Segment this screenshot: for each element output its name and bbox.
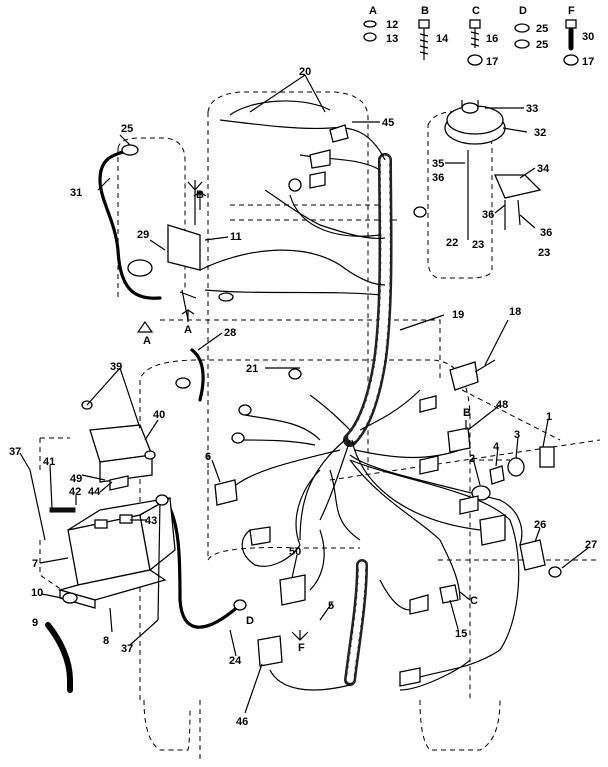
mark-f: F [298, 642, 305, 654]
letter-marks: B A A B C D F [136, 189, 478, 654]
hw-letter-c: C [472, 5, 480, 17]
hw-part-14: 14 [436, 33, 449, 45]
cable-9 [45, 622, 73, 693]
callout-48: 48 [496, 399, 508, 411]
callout-6: 6 [205, 451, 211, 463]
hw-part-12: 12 [386, 19, 398, 31]
callout-23a: 23 [472, 239, 484, 251]
callout-37b: 37 [121, 643, 133, 655]
part-48 [447, 427, 471, 453]
callout-33: 33 [526, 103, 538, 115]
mark-a-solenoid: A [184, 324, 192, 336]
battery-assembly [29, 424, 176, 621]
hw-letter-d: D [519, 5, 527, 17]
part-15 [439, 584, 459, 604]
callout-20: 20 [299, 66, 311, 78]
callout-9: 9 [32, 617, 38, 629]
callout-43: 43 [145, 515, 157, 527]
callout-7: 7 [32, 558, 38, 570]
callout-1: 1 [546, 411, 552, 423]
callout-41: 41 [43, 456, 55, 468]
mark-b-top: B [196, 189, 204, 201]
callout-50: 50 [289, 546, 301, 558]
callout-36a: 36 [432, 172, 444, 184]
part-46 [257, 635, 283, 667]
callout-15: 15 [455, 628, 467, 640]
components [62, 124, 562, 687]
part-6 [214, 479, 238, 506]
callout-34: 34 [537, 163, 550, 175]
callout-19: 19 [452, 309, 464, 321]
callout-46: 46 [236, 716, 248, 728]
callout-35: 35 [432, 158, 444, 170]
callout-3: 3 [514, 429, 520, 441]
callout-26: 26 [534, 519, 546, 531]
hw-part-25b: 25 [536, 39, 548, 51]
callout-21: 21 [246, 363, 258, 375]
part-50 [279, 574, 306, 606]
callout-8: 8 [103, 635, 109, 647]
solenoid-29 [127, 180, 203, 321]
callout-22: 22 [446, 237, 458, 249]
mark-a-cable: A [143, 335, 151, 347]
mark-b-switch: B [463, 407, 471, 419]
hw-letter-f: F [568, 5, 575, 17]
mark-c: C [470, 595, 478, 607]
callout-31: 31 [70, 187, 82, 199]
callout-5: 5 [328, 600, 334, 612]
callout-24: 24 [229, 655, 242, 667]
callout-32: 32 [534, 127, 546, 139]
callout-36c: 36 [540, 227, 552, 239]
callout-49: 49 [70, 473, 82, 485]
frame-outline [39, 91, 601, 760]
part-18 [449, 361, 479, 391]
callout-4: 4 [493, 441, 500, 453]
cable-28 [190, 348, 205, 402]
callout-11: 11 [230, 231, 242, 243]
hw-letter-a: A [369, 5, 377, 17]
callouts: 20 45 25 31 29 11 28 19 18 21 39 40 33 3… [9, 66, 597, 728]
hw-part-30: 30 [582, 31, 594, 43]
hw-part-17a: 17 [486, 56, 498, 68]
callout-36b: 36 [482, 209, 494, 221]
part-4 [489, 465, 505, 485]
callout-40: 40 [153, 409, 165, 421]
callout-23b: 23 [538, 247, 550, 259]
part-3 [507, 457, 525, 477]
callout-2: 2 [469, 453, 475, 465]
callout-37a: 37 [9, 446, 21, 458]
cable-31 [98, 148, 162, 300]
cable-24 [163, 498, 242, 629]
callout-27: 27 [585, 539, 597, 551]
mark-d: D [246, 615, 254, 627]
battery-cables [45, 148, 242, 693]
leader-lines [19, 74, 589, 714]
hw-part-16: 16 [486, 33, 498, 45]
part-27 [548, 566, 562, 578]
hw-part-25a: 25 [536, 23, 548, 35]
callout-28: 28 [224, 327, 236, 339]
callout-45: 45 [382, 117, 394, 129]
callout-29: 29 [137, 229, 149, 241]
hw-part-17b: 17 [582, 56, 594, 68]
pto-clutch-32 [444, 100, 542, 240]
wiring-harness [199, 100, 523, 691]
callout-25: 25 [121, 123, 133, 135]
hw-part-13: 13 [386, 33, 398, 45]
part-26 [519, 539, 546, 571]
callout-39: 39 [110, 361, 122, 373]
hardware-key: A 12 13 B 14 C 16 17 D 25 25 F 30 17 [363, 5, 594, 68]
hw-letter-b: B [421, 5, 429, 17]
callout-10: 10 [31, 587, 43, 599]
callout-18: 18 [509, 306, 521, 318]
callout-42: 42 [69, 486, 81, 498]
part-1 [539, 446, 555, 468]
callout-44: 44 [88, 486, 101, 498]
